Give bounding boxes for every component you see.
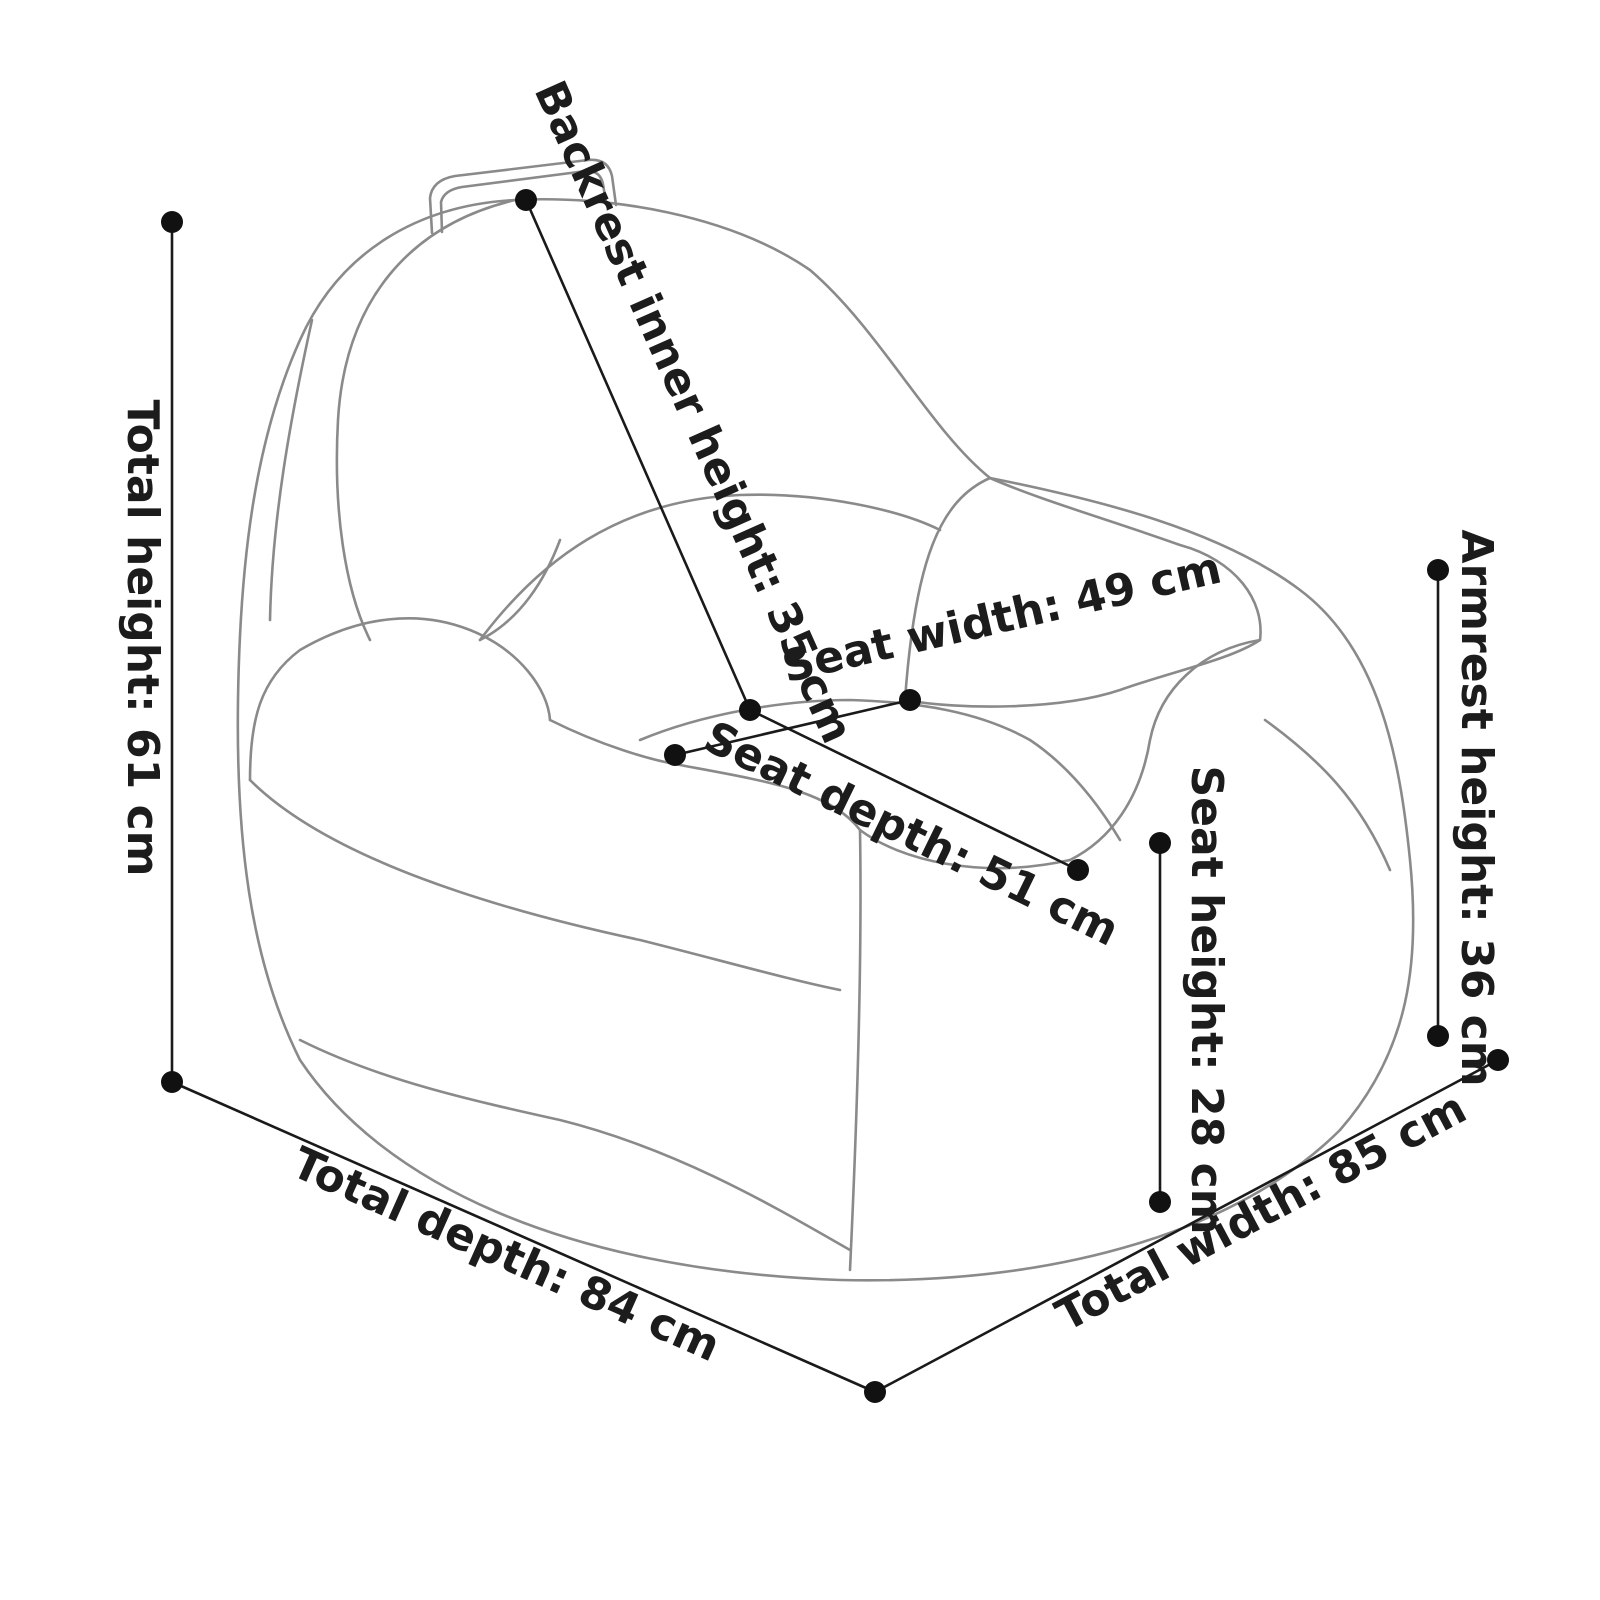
- seat-depth-label: Seat depth: 51 cm: [696, 712, 1127, 957]
- dimension-points: [161, 189, 1509, 1403]
- lower-band-seam: [298, 1038, 852, 1252]
- backrest-inner-height-line: [524, 198, 752, 712]
- carry-handle: [428, 158, 618, 235]
- left-armrest-roll: [248, 617, 552, 782]
- dimension-point: [899, 689, 921, 711]
- dimension-point: [161, 211, 183, 233]
- dimension-point: [1427, 1025, 1449, 1047]
- dimension-point: [1487, 1049, 1509, 1071]
- total-height-label: Total height: 61 cm: [117, 399, 168, 876]
- seat-depth-line: [748, 708, 1080, 872]
- backrest-inner-height-label: Backrest inner height: 35 cm: [524, 73, 863, 750]
- right-armrest-roll: [1068, 638, 1262, 862]
- dimension-point: [1427, 559, 1449, 581]
- dimension-point: [1149, 1191, 1171, 1213]
- total-width-label: Total width: 85 cm: [1048, 1083, 1475, 1342]
- seat-back-curve: [478, 493, 942, 642]
- dimension-point: [739, 699, 761, 721]
- dimension-point: [515, 189, 537, 211]
- seat-height-label: Seat height: 28 cm: [1181, 765, 1232, 1234]
- right-armrest: [903, 476, 1262, 708]
- backrest-top-seam: [268, 318, 314, 622]
- armrest-height-label: Armrest height: 36 cm: [1451, 529, 1502, 1086]
- total-depth-label: Total depth: 84 cm: [284, 1137, 727, 1372]
- backrest-inner-outline: [335, 198, 517, 642]
- chair-outer-silhouette: [236, 197, 1415, 1282]
- dimension-point: [1067, 859, 1089, 881]
- dimension-point: [864, 1381, 886, 1403]
- dimension-point: [161, 1071, 183, 1093]
- seat-width-label: Seat width: 49 cm: [777, 543, 1226, 694]
- left-armrest-lower: [248, 778, 842, 992]
- seat-width-line: [673, 698, 912, 757]
- dimension-lines: [170, 198, 1500, 1394]
- right-side-seam: [1263, 718, 1392, 872]
- dimension-point: [1149, 832, 1171, 854]
- dimension-point: [664, 744, 686, 766]
- seat-rear-edge: [638, 698, 1122, 842]
- seat-back-left: [478, 538, 562, 642]
- total-depth-line: [170, 1080, 877, 1394]
- front-panel-seam: [848, 828, 862, 1272]
- total-width-line: [873, 1058, 1500, 1394]
- seat-front-edge: [548, 718, 1072, 870]
- carry-handle-inner: [439, 169, 608, 234]
- chair-drawing: [236, 158, 1415, 1282]
